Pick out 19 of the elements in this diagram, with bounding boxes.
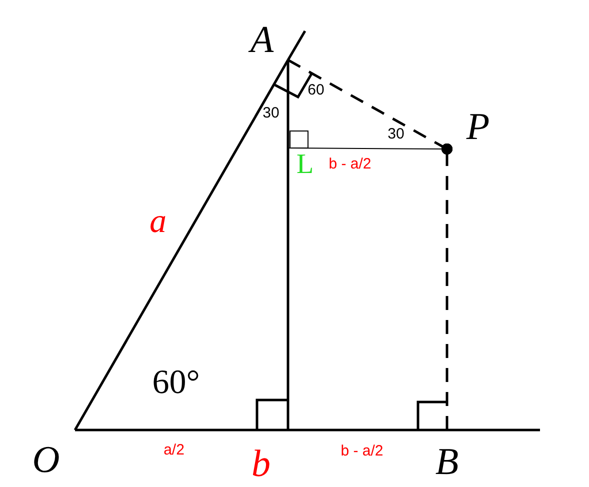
angle-label: 60° [152,366,200,400]
point-label: b [252,445,270,483]
edge-label: a/2 [164,442,184,458]
angle-label: 30 [388,126,404,142]
edge-label: b - a/2 [340,444,384,458]
line-segment [286,60,290,430]
point-label: B [435,443,459,481]
dashed-line [442,144,452,430]
edge-label: b - a/2 [328,156,372,172]
edge-label: a [150,205,166,239]
angle-label: 30 [262,106,280,120]
line-segment [75,428,288,432]
point-label: P [466,108,490,146]
line-segment [288,428,447,432]
point-label: O [32,441,60,479]
line-segment [74,59,290,431]
angle-label: 60 [308,82,324,98]
point-label: L [296,151,314,179]
point-label: A [250,21,274,59]
